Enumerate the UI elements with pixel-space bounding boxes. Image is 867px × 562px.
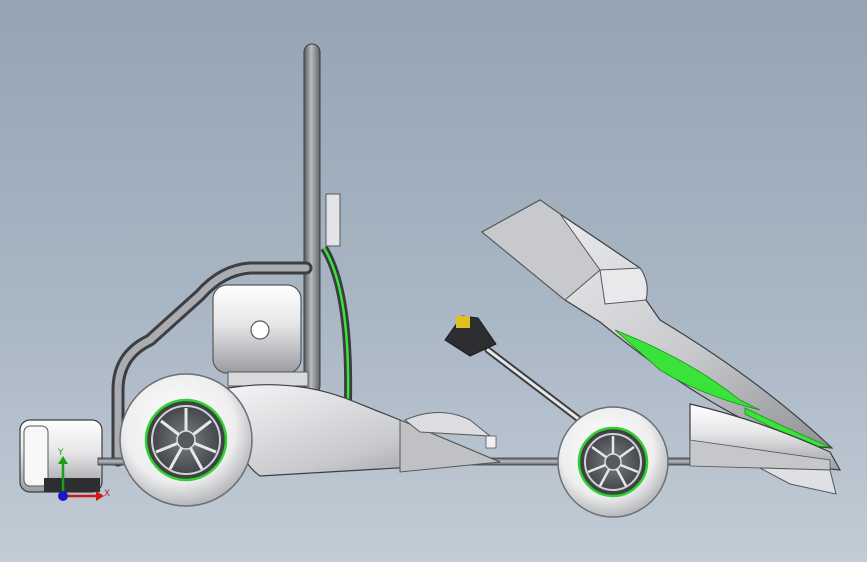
z-axis-dot [58, 491, 68, 501]
coordinate-triad: X Y [57, 448, 110, 501]
hoop-bracket[interactable] [320, 193, 353, 401]
rear-engine-block[interactable] [19, 419, 103, 493]
fuel-cap-icon [250, 320, 270, 340]
front-cowl[interactable] [480, 199, 834, 449]
rear-wheel[interactable] [119, 373, 253, 507]
front-wheel[interactable] [557, 406, 669, 518]
steering-column[interactable] [444, 315, 584, 424]
roll-hoop-tube[interactable] [303, 43, 321, 395]
x-axis-label: X [104, 489, 110, 499]
seat-box[interactable] [212, 284, 309, 387]
side-frame-tube[interactable] [111, 261, 313, 467]
front-nose-wing[interactable] [689, 403, 842, 495]
steering-display-icon [456, 316, 470, 328]
y-axis-label: Y [57, 448, 64, 458]
side-pod-body[interactable] [227, 384, 501, 477]
